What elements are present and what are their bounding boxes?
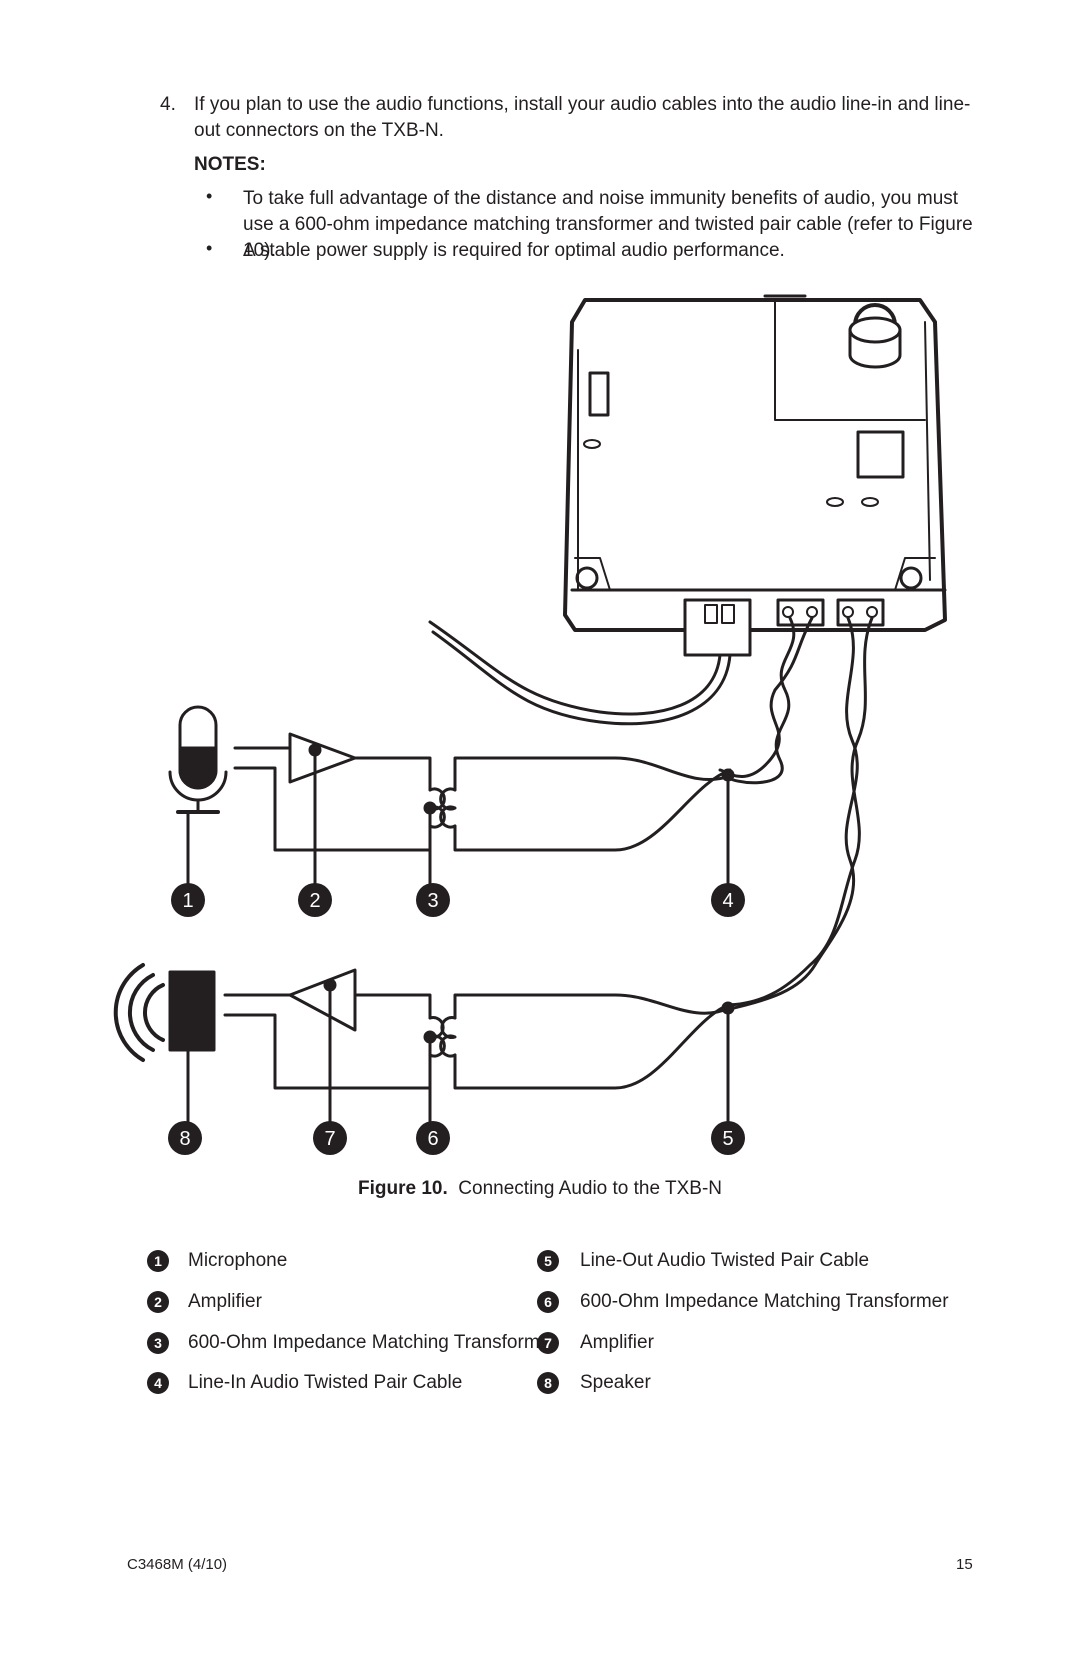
bullet-marker: • — [206, 186, 213, 206]
callout-4: 4 — [722, 890, 733, 912]
legend-label: Microphone — [188, 1250, 288, 1271]
legend-number: 5 — [537, 1250, 559, 1272]
legend-label: Amplifier — [580, 1332, 654, 1353]
line-in-circuit — [168, 705, 732, 852]
callout-leaders — [186, 743, 735, 1130]
document-id: C3468M (4/10) — [127, 1556, 228, 1573]
callout-5: 5 — [722, 1128, 733, 1150]
callout-1: 1 — [182, 890, 193, 912]
line-in-twisted-pair — [718, 616, 814, 785]
figure-caption-text: Connecting Audio to the TXB-N — [458, 1178, 722, 1199]
legend-number: 6 — [537, 1291, 559, 1313]
legend-label: 600-Ohm Impedance Matching Transformer — [580, 1291, 949, 1312]
legend-label: Amplifier — [188, 1291, 262, 1312]
legend-label: Line-In Audio Twisted Pair Cable — [188, 1372, 463, 1393]
figure-caption: Figure 10. Connecting Audio to the TXB-N — [0, 1178, 1080, 1200]
legend-number: 3 — [147, 1332, 169, 1354]
line-out-twisted-pair — [723, 616, 874, 1012]
legend-number: 1 — [147, 1250, 169, 1272]
legend-number: 2 — [147, 1291, 169, 1313]
legend-number: 8 — [537, 1372, 559, 1394]
callout-7: 7 — [324, 1128, 335, 1150]
figure-caption-label: Figure 10. — [357, 1178, 448, 1199]
callout-3: 3 — [427, 890, 438, 912]
legend-number: 7 — [537, 1332, 559, 1354]
bullet-marker: • — [206, 238, 213, 258]
legend-label: Speaker — [580, 1372, 651, 1393]
step-text: If you plan to use the audio functions, … — [194, 94, 971, 141]
page-number: 15 — [956, 1556, 973, 1573]
notes-heading: NOTES: — [194, 154, 266, 175]
note-item: A stable power supply is required for op… — [243, 240, 785, 261]
callout-badges: 1 2 3 4 5 6 7 8 — [168, 883, 745, 1155]
legend-label: 600-Ohm Impedance Matching Transformer — [188, 1332, 557, 1353]
txb-n-device — [563, 294, 947, 657]
callout-8: 8 — [179, 1128, 190, 1150]
note-item: To take full advantage of the distance a… — [243, 188, 973, 261]
step-number: 4. — [160, 94, 176, 115]
legend-number: 4 — [147, 1372, 169, 1394]
callout-2: 2 — [309, 890, 320, 912]
audio-wiring-diagram: 1 2 3 4 5 6 7 8 — [113, 294, 947, 1155]
line-out-circuit — [113, 963, 732, 1090]
callout-6: 6 — [427, 1128, 438, 1150]
legend-label: Line-Out Audio Twisted Pair Cable — [580, 1250, 870, 1271]
power-cable — [428, 620, 732, 726]
